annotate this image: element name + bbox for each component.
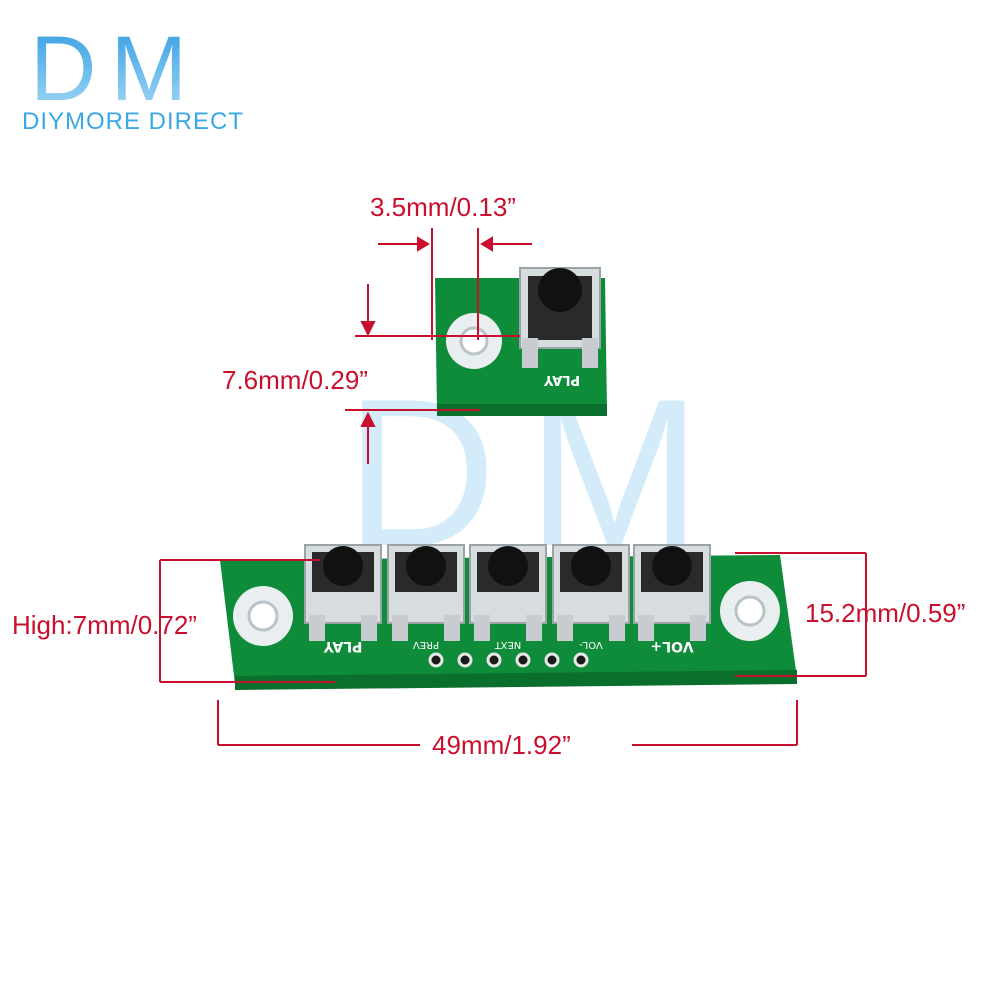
header-pad <box>457 652 473 668</box>
large-tact-switch <box>469 544 547 641</box>
large-tact-switch <box>552 544 630 641</box>
header-pad <box>573 652 589 668</box>
dimension-lines-large <box>159 552 867 746</box>
large-button-label: PREV <box>413 639 439 650</box>
large-mounting-hole-left <box>233 586 293 646</box>
logo-letters: DM <box>30 18 201 120</box>
large-tact-switch <box>387 544 465 641</box>
dimension-board-width: 15.2mm/0.59” <box>805 598 966 628</box>
dimension-hole-offset: 3.5mm/0.13” <box>370 192 516 222</box>
header-pads <box>428 652 589 668</box>
dimension-lines-small <box>345 228 532 464</box>
small-pcb-edge <box>437 404 607 416</box>
large-mounting-hole-right <box>720 581 780 641</box>
large-tact-switch <box>633 544 711 641</box>
dimension-board-height: High:7mm/0.72” <box>12 610 197 640</box>
small-play-label: PLAY <box>543 372 580 387</box>
small-tact-switch <box>519 267 601 368</box>
header-pad <box>428 652 444 668</box>
logo-mark: DM <box>30 18 201 120</box>
header-pad <box>544 652 560 668</box>
small-mounting-hole <box>446 313 502 369</box>
large-tact-switch <box>304 544 382 641</box>
dimension-hole-height: 7.6mm/0.29” <box>222 365 368 395</box>
dimension-board-length: 49mm/1.92” <box>432 730 571 760</box>
large-button-label: VOL- <box>579 639 603 650</box>
logo-brand-text: DIYMORE DIRECT <box>22 108 245 135</box>
header-pad <box>486 652 502 668</box>
header-pad <box>515 652 531 668</box>
large-pcb-edge <box>235 670 797 690</box>
large-button-label: NEXT <box>494 639 521 650</box>
large-button-label: VOL+ <box>650 638 693 654</box>
large-button-label: PLAY <box>323 638 363 654</box>
